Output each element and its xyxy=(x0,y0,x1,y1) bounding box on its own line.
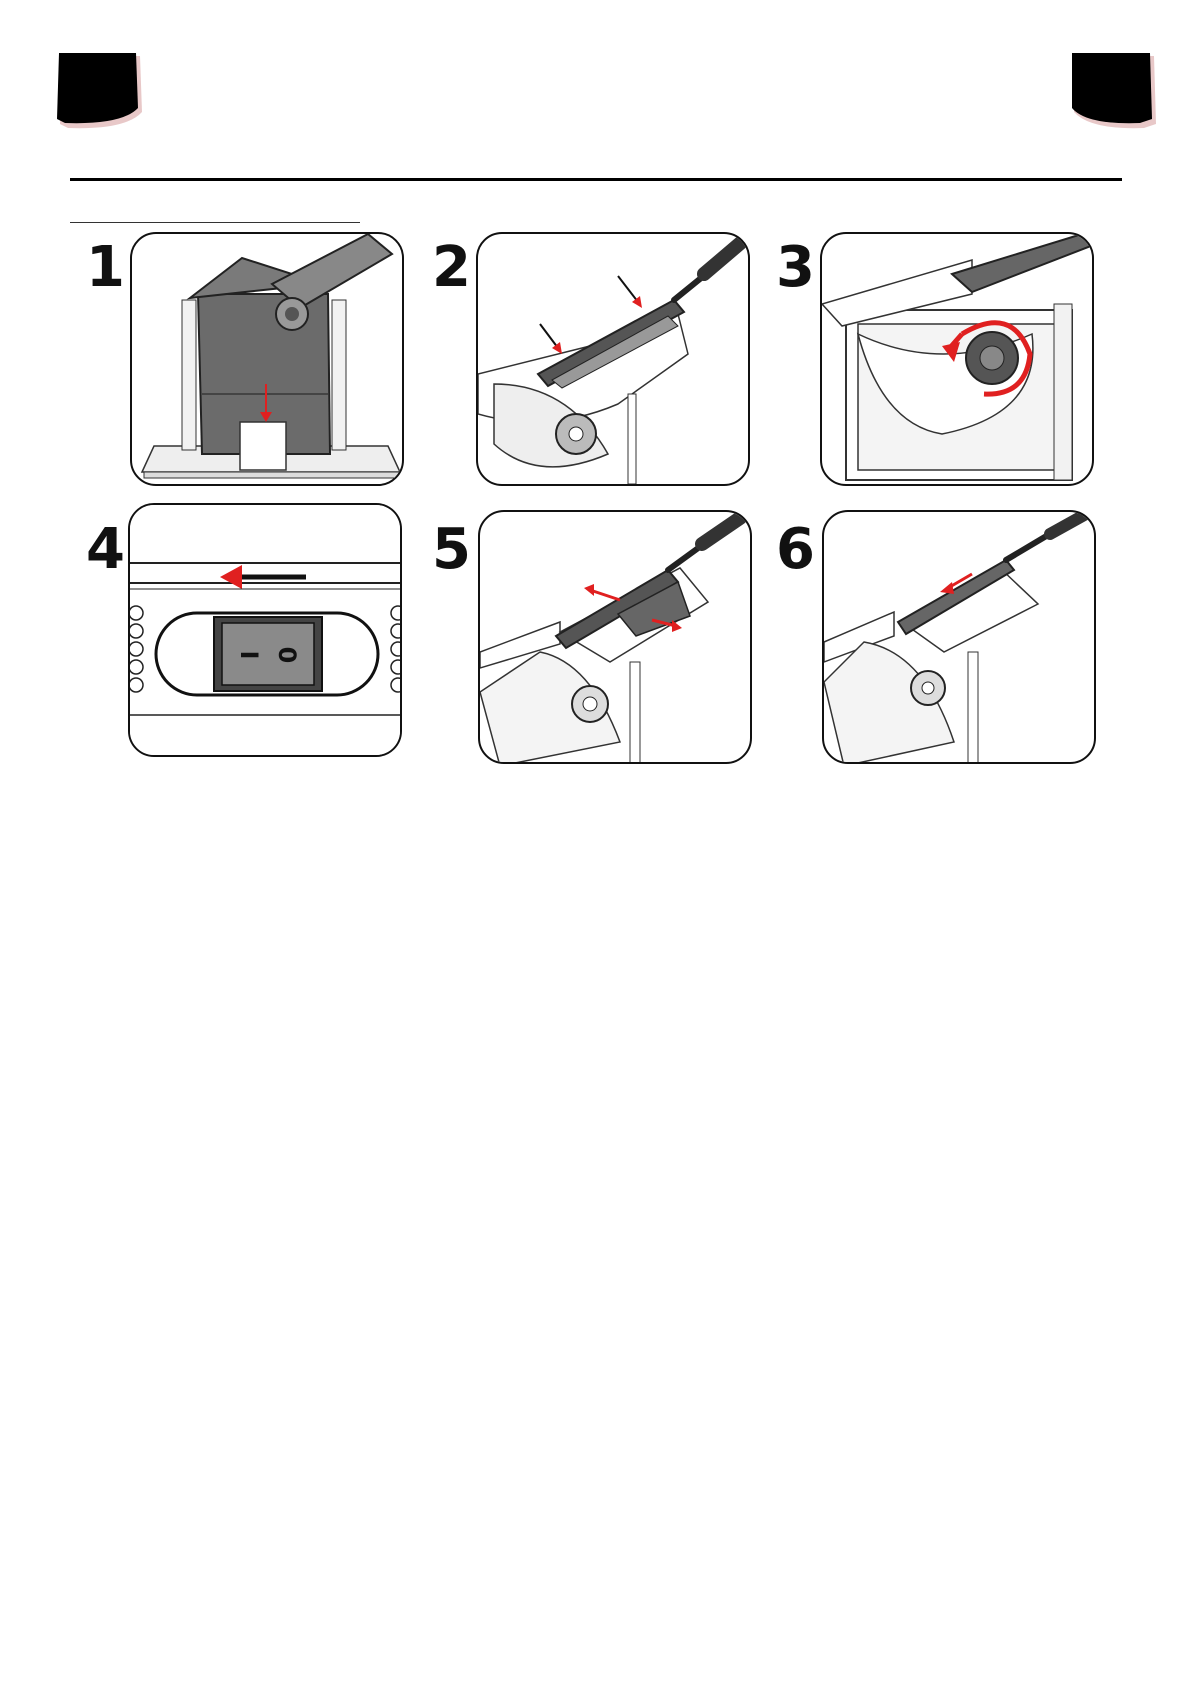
step-number-2: 2 xyxy=(432,240,471,296)
step-1-panel xyxy=(130,232,404,486)
power-switch-icon: I 0 xyxy=(130,505,402,757)
step-5-panel xyxy=(478,510,752,764)
step-2-panel xyxy=(476,232,750,486)
step-number-3: 3 xyxy=(776,240,815,296)
step-3-panel xyxy=(820,232,1094,486)
header-tab-left xyxy=(56,52,148,132)
step-6-panel xyxy=(822,510,1096,764)
header-tab-right xyxy=(1066,52,1158,132)
step-number-4: 4 xyxy=(86,522,125,578)
step-number-1: 1 xyxy=(86,240,125,296)
step-number-5: 5 xyxy=(432,522,471,578)
step-4-panel: I 0 xyxy=(128,503,402,757)
reinsert-blade-icon xyxy=(824,512,1096,764)
header-divider xyxy=(70,178,1122,181)
step-number-6: 6 xyxy=(776,522,815,578)
switch-on-symbol: I xyxy=(235,651,263,660)
remove-blade-guard-icon xyxy=(480,512,752,764)
lift-blade-cover-icon xyxy=(132,234,404,486)
switch-off-symbol: 0 xyxy=(273,647,301,664)
rotate-knob-icon xyxy=(822,234,1094,486)
screwdriver-blade-screws-icon xyxy=(478,234,750,486)
section-underline xyxy=(70,222,360,223)
